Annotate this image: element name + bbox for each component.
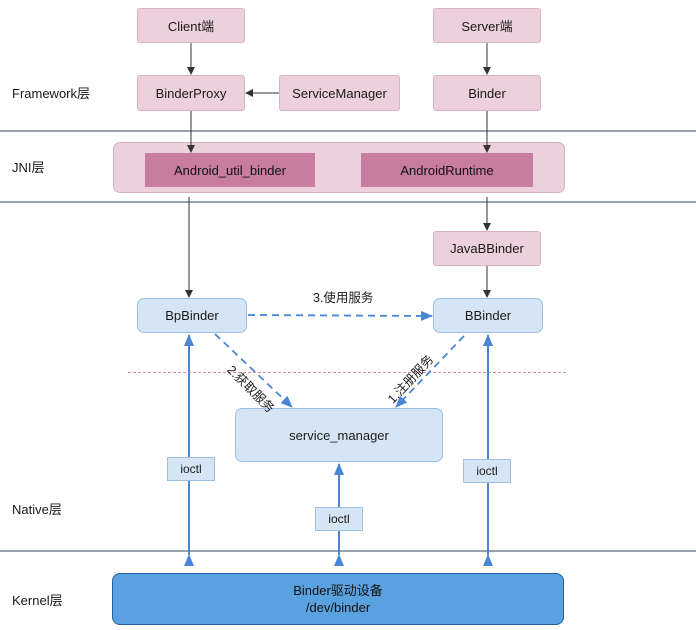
- layer-label-kernel: Kernel层: [12, 593, 63, 608]
- layer-label-native: Native层: [12, 502, 62, 517]
- ioctl-label-left: ioctl: [167, 457, 215, 481]
- server-box: Server端: [433, 8, 541, 43]
- binder-box: Binder: [433, 75, 541, 111]
- arrow-use-service: [247, 310, 433, 321]
- arrow-get-service: [214, 333, 293, 408]
- native-dashed-divider: [128, 372, 566, 373]
- binder-driver-title: Binder驱动设备: [293, 583, 383, 598]
- layer-label-jni: JNI层: [12, 160, 45, 175]
- arrow-register-service: [395, 335, 465, 408]
- bbinder-box: BBinder: [433, 298, 543, 333]
- binder-proxy-box: BinderProxy: [137, 75, 245, 111]
- edge-label-use-service: 3.使用服务: [313, 291, 374, 305]
- binder-driver-path: /dev/binder: [305, 600, 371, 615]
- separator-native-kernel: [0, 550, 696, 552]
- client-box: Client端: [137, 8, 245, 43]
- service-manager-native-box: service_manager: [235, 408, 443, 462]
- ioctl-label-right: ioctl: [463, 459, 511, 483]
- android-runtime-box: AndroidRuntime: [361, 153, 533, 187]
- android-util-binder-box: Android_util_binder: [145, 153, 315, 187]
- ioctl-label-middle: ioctl: [315, 507, 363, 531]
- separator-framework-jni: [0, 130, 696, 132]
- bp-binder-box: BpBinder: [137, 298, 247, 333]
- binder-driver-box: Binder驱动设备 /dev/binder: [112, 573, 564, 625]
- service-manager-java-box: ServiceManager: [279, 75, 400, 111]
- java-bbinder-box: JavaBBinder: [433, 231, 541, 266]
- separator-jni-native: [0, 201, 696, 203]
- layer-label-framework: Framework层: [12, 86, 91, 101]
